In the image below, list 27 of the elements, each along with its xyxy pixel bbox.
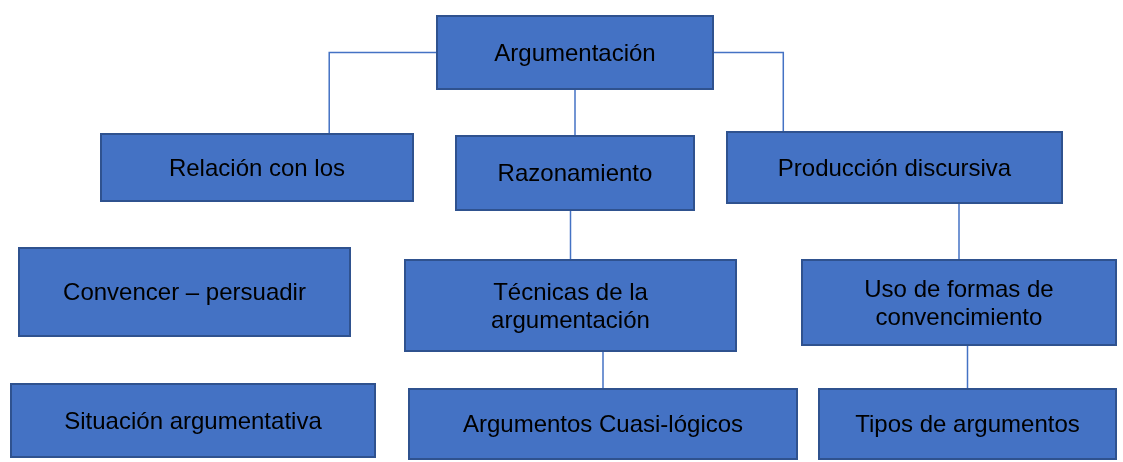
box-label: Uso de formas de convencimiento [863,274,1055,331]
concept-box [404,259,737,352]
concept-box [18,247,351,337]
box-label: Producción discursiva [777,153,1012,182]
box-label: Tipos de argumentos [855,410,1080,438]
concept-box [726,131,1063,204]
connector-line [713,51,785,132]
box-label: Relación con los [168,153,346,182]
connector-line [328,51,437,134]
connector-line [602,351,604,389]
box-label: Argumentos Cuasi-lógicos [462,410,744,438]
concept-box [408,388,798,460]
connector-line [574,89,576,136]
box-label: Técnicas de la argumentación [490,277,651,334]
box-label: Situación argumentativa [64,406,322,435]
concept-box [100,133,414,202]
concept-box [455,135,695,211]
connector-line [958,203,960,260]
box-label: Convencer – persuadir [63,278,306,306]
box-label: Razonamiento [497,159,653,187]
box-label: Argumentación [494,38,656,67]
concept-box [436,15,714,90]
concept-box [10,383,376,458]
connector-line [569,210,572,260]
connector-line [966,345,969,389]
concept-box [818,388,1117,460]
concept-box [801,259,1117,346]
